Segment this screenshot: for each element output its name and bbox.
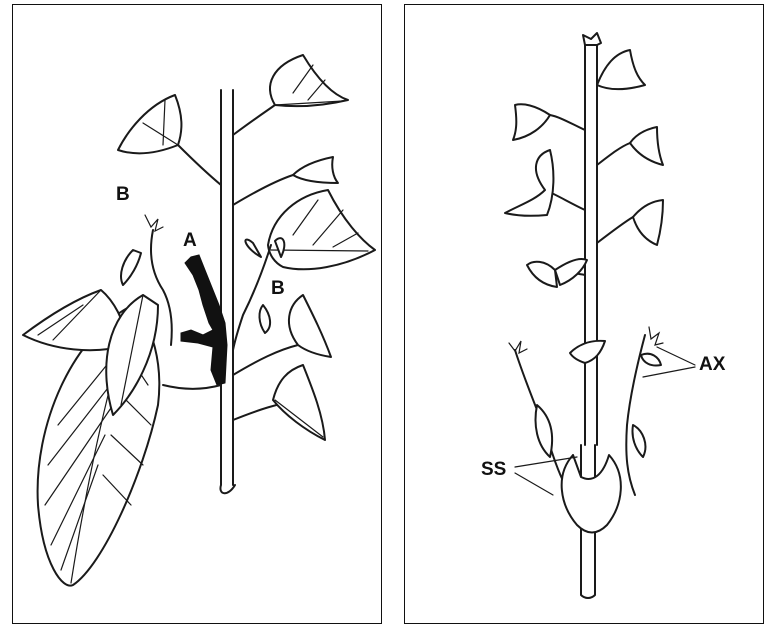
branch-right-low: [233, 345, 298, 375]
branch-r2: [597, 217, 633, 243]
leaf-l1: [513, 104, 550, 140]
leaf-r2: [633, 200, 663, 245]
branch-l1: [550, 115, 585, 130]
shoot-b-right-leaflet-3: [259, 305, 270, 333]
shoot-b-right: [233, 245, 271, 350]
right-plant-drawing: [405, 5, 765, 625]
axillary-shoot-right-tip: [649, 327, 663, 345]
leaf-l2: [505, 150, 553, 216]
leaf-right-low: [289, 295, 331, 357]
shoot-b-right-leaflet-1: [245, 240, 261, 257]
stem-base-swelling: [562, 455, 621, 533]
main-stem: [220, 90, 235, 493]
label-ax: AX: [699, 355, 725, 374]
leaf-top-left: [118, 95, 181, 153]
shoot-b-left-tip: [145, 215, 163, 231]
leaf-small-lower: [570, 341, 605, 363]
terminal-bud: [583, 33, 601, 45]
axillary-shoot-left-tip: [509, 341, 527, 353]
leaf-right-bottom: [273, 365, 325, 440]
axillary-right-leaflet-1: [641, 354, 661, 366]
branch-left-lower: [163, 385, 221, 389]
leaf-top: [597, 50, 645, 89]
left-plant-drawing: [13, 5, 383, 625]
branch-right-mid: [233, 175, 293, 205]
label-ss: SS: [481, 460, 506, 479]
leaf-l3: [527, 259, 587, 287]
axillary-left-leaflet: [536, 405, 553, 457]
label-b-right: B: [271, 279, 285, 298]
left-panel-plant-illustration: B A B: [12, 4, 382, 624]
branch-upper-left: [178, 145, 221, 185]
leaf-right-mid: [293, 157, 338, 183]
shoot-b-left-leaflet: [121, 250, 141, 285]
leaf-right-large: [268, 190, 375, 269]
label-b-top: B: [116, 185, 130, 204]
leaf-top-right: [270, 55, 348, 106]
branch-r1: [597, 143, 630, 165]
leaf-r1: [630, 127, 663, 165]
branch-upper-right: [233, 105, 275, 135]
axillary-right-leaflet-2: [632, 425, 645, 457]
right-panel-plant-illustration: AX SS: [404, 4, 764, 624]
label-a: A: [183, 231, 197, 250]
